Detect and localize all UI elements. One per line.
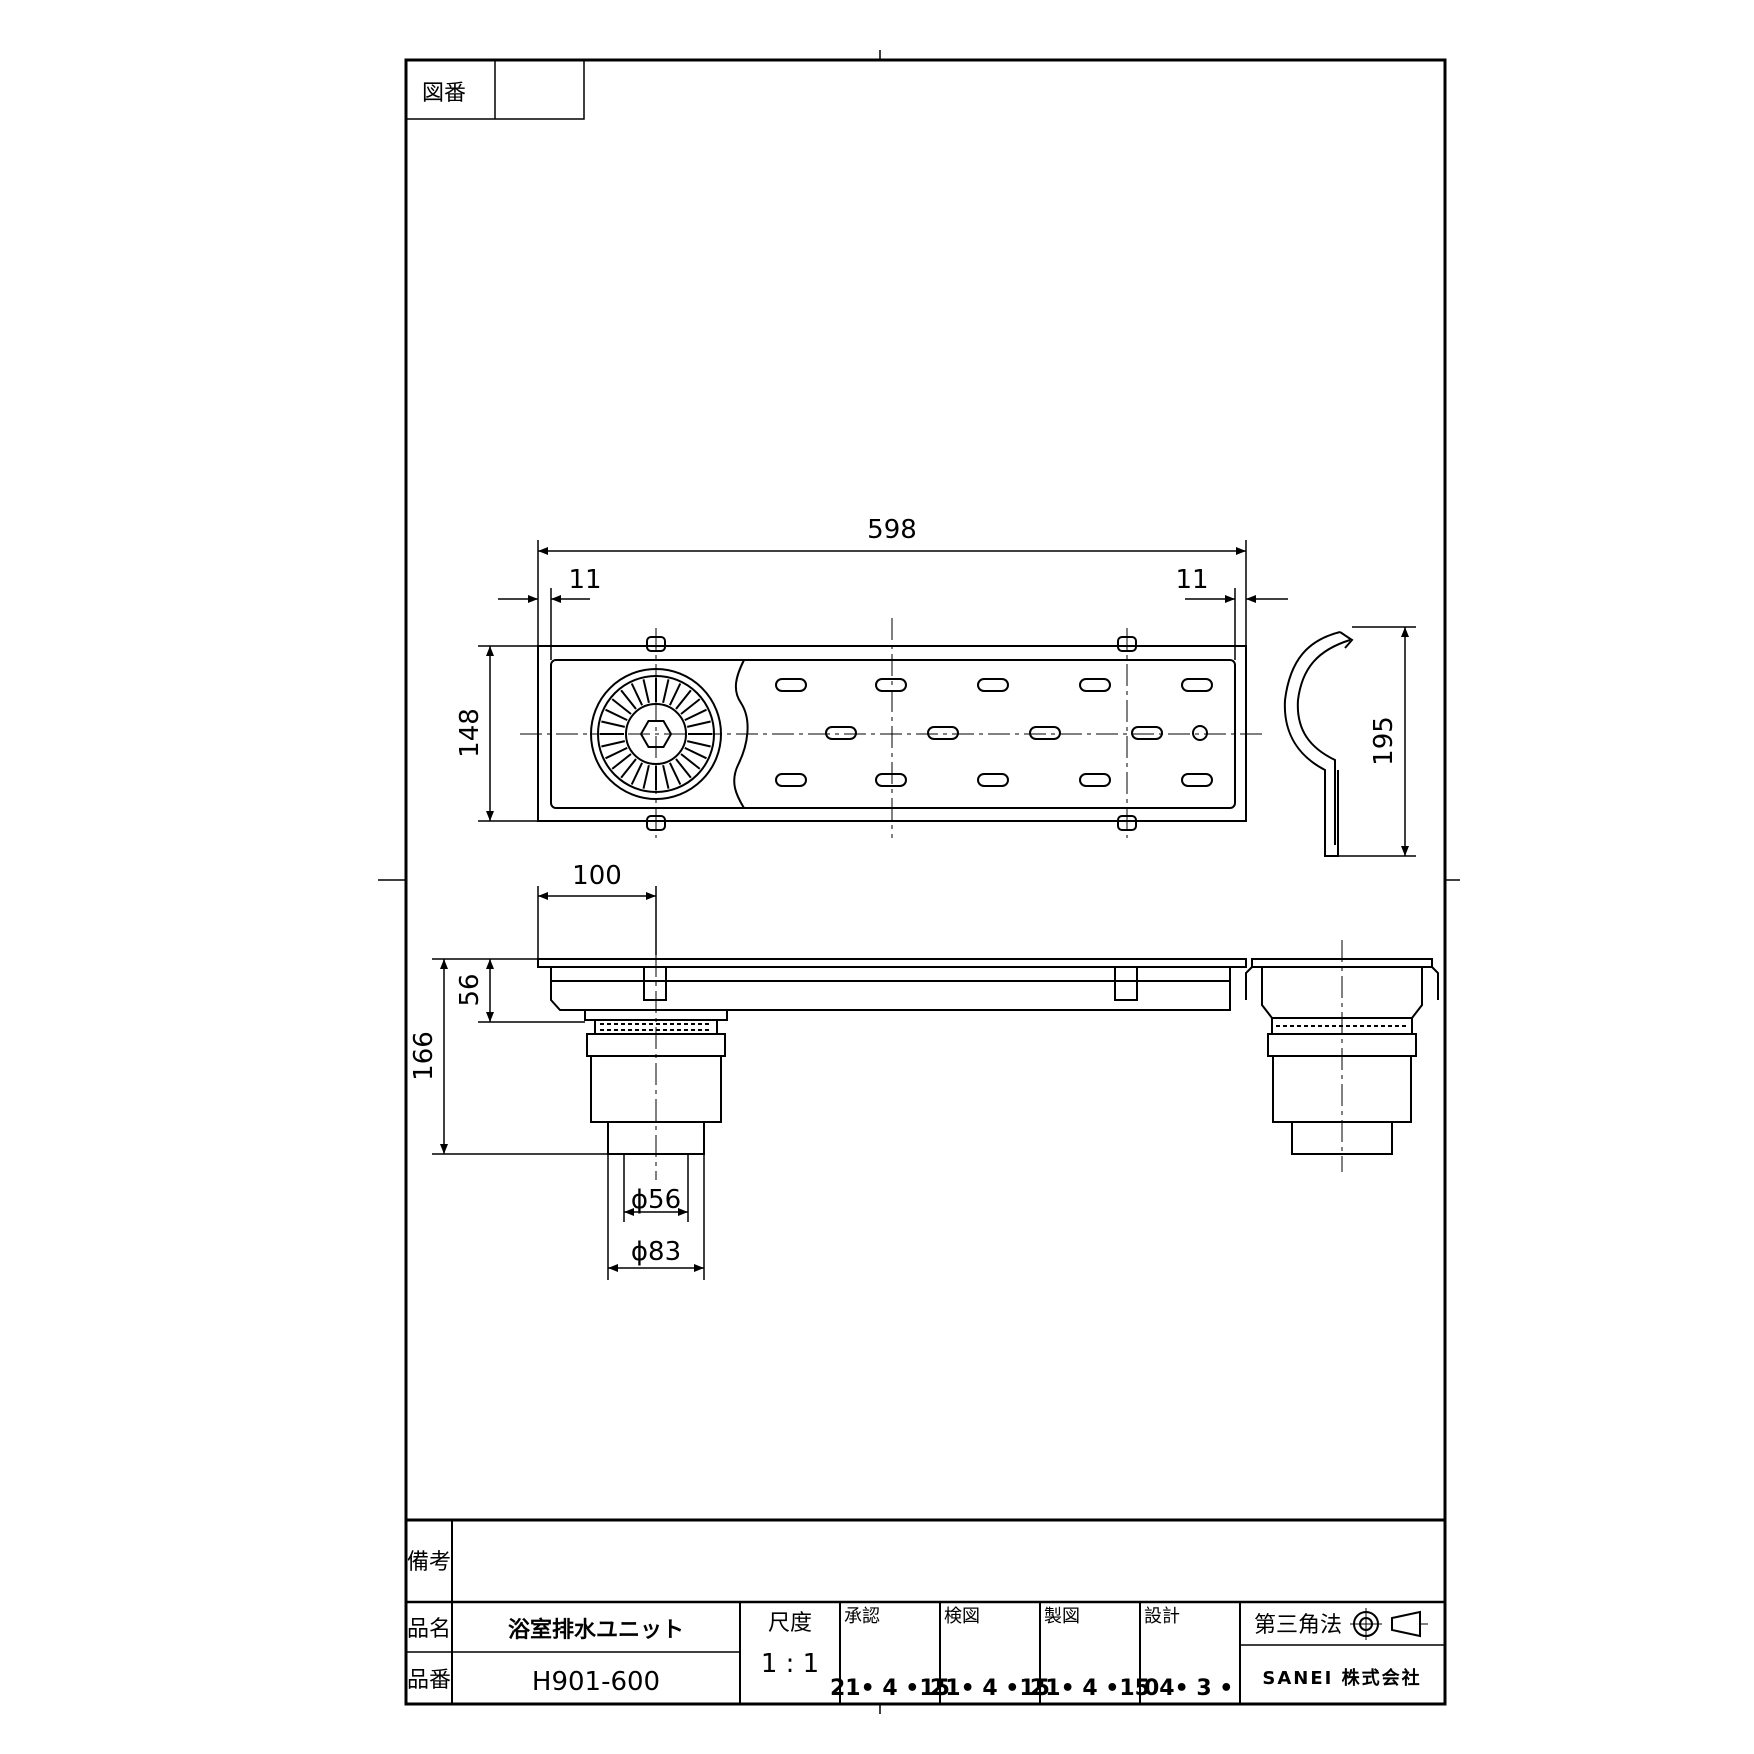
front-view	[537, 958, 1247, 1155]
strainer-bar	[642, 764, 650, 789]
slot	[1131, 726, 1163, 740]
strainer-bar	[620, 758, 637, 779]
strainer-bar	[686, 720, 711, 728]
strainer-bar	[605, 708, 628, 722]
strainer-bar	[668, 683, 682, 706]
strainer-bar	[686, 740, 711, 748]
strainer-bar	[601, 740, 626, 748]
slot	[1181, 773, 1213, 787]
dim-overall-length: 598	[867, 515, 917, 545]
center-marks	[378, 50, 1460, 1714]
drawing-number-box: 図番	[405, 59, 585, 120]
dim-flange-left: 11	[568, 565, 601, 595]
strainer-bar	[675, 758, 692, 779]
design-date: 04• 3 •	[1144, 1676, 1233, 1701]
slots	[775, 678, 1213, 787]
hook-profile-view	[1283, 631, 1354, 857]
strainer-bar	[662, 764, 670, 789]
strainer-bar	[611, 698, 632, 715]
slot	[875, 773, 907, 787]
strainer-bar	[611, 753, 632, 770]
slot	[977, 678, 1009, 692]
approved-label: 承認	[844, 1606, 880, 1627]
strainer-bar	[675, 689, 692, 710]
slot	[775, 773, 807, 787]
slot	[1079, 678, 1111, 692]
product-number-value: H901-600	[532, 1667, 660, 1697]
strainer-bar	[684, 746, 707, 760]
drawing-number-label: 図番	[422, 81, 466, 106]
centerlines-top	[520, 618, 1265, 838]
dim-width: 148	[455, 708, 485, 758]
dim-flange-right: 11	[1175, 565, 1208, 595]
slot	[875, 678, 907, 692]
approved-date: 21• 4 •15	[830, 1676, 950, 1701]
design-label: 設計	[1144, 1606, 1180, 1627]
slot	[1181, 678, 1213, 692]
dimension-labels: 598 11 11 148 195 100 56 166 ϕ56 ϕ83	[409, 515, 1399, 1267]
drawn-label: 製図	[1044, 1606, 1080, 1627]
strainer-bar	[630, 762, 644, 785]
strainer-bar	[620, 689, 637, 710]
strainer-bar	[668, 762, 682, 785]
product-number-label: 品番	[407, 1668, 451, 1693]
scale-value: 1 : 1	[761, 1649, 819, 1679]
checked-label: 検図	[944, 1606, 980, 1627]
strainer-bar	[605, 746, 628, 760]
strainer-radial-bars	[600, 678, 712, 790]
dim-drain-offset: 100	[572, 861, 622, 891]
checked-date: 21• 4 •15	[930, 1676, 1050, 1701]
slot	[1029, 726, 1061, 740]
slot	[1079, 773, 1111, 787]
dimension-lines	[432, 540, 1416, 1280]
front-tab-right	[1114, 966, 1138, 1001]
front-flange	[537, 958, 1247, 968]
strainer-bar	[630, 683, 644, 706]
product-name-value: 浴室排水ユニット	[508, 1617, 684, 1643]
front-tab-left	[643, 966, 667, 1001]
hole	[1192, 725, 1208, 741]
drawn-date: 21• 4 •15	[1030, 1676, 1150, 1701]
title-block-text: 備考 品名 浴室排水ユニット 品番 H901-600 尺度 1 : 1 承認 2…	[407, 1550, 1421, 1701]
scale-label: 尺度	[768, 1611, 812, 1636]
drawing-border	[404, 58, 1447, 1706]
front-tray-body	[550, 967, 1231, 1011]
company-name: SANEI 株式会社	[1262, 1667, 1421, 1689]
dim-side-height: 195	[1369, 716, 1399, 766]
projection-label: 第三角法	[1254, 1613, 1342, 1638]
break-line	[733, 659, 749, 809]
strainer-bar	[680, 753, 701, 770]
dim-total-height: 166	[409, 1031, 439, 1081]
third-angle-projection-icon	[1350, 1608, 1428, 1640]
strainer-bar	[662, 679, 670, 704]
dim-depth: 56	[455, 973, 485, 1006]
dim-inner-diameter: ϕ56	[631, 1185, 681, 1215]
strainer-bar	[642, 679, 650, 704]
title-block	[406, 1518, 1445, 1704]
slot	[775, 678, 807, 692]
remarks-label: 備考	[407, 1550, 451, 1575]
slot	[977, 773, 1009, 787]
dim-outer-diameter: ϕ83	[631, 1237, 681, 1267]
slot	[927, 726, 959, 740]
strainer-bar	[601, 720, 626, 728]
strainer-bar	[684, 708, 707, 722]
product-name-label: 品名	[407, 1617, 451, 1642]
slot	[825, 726, 857, 740]
strainer-bar	[680, 698, 701, 715]
